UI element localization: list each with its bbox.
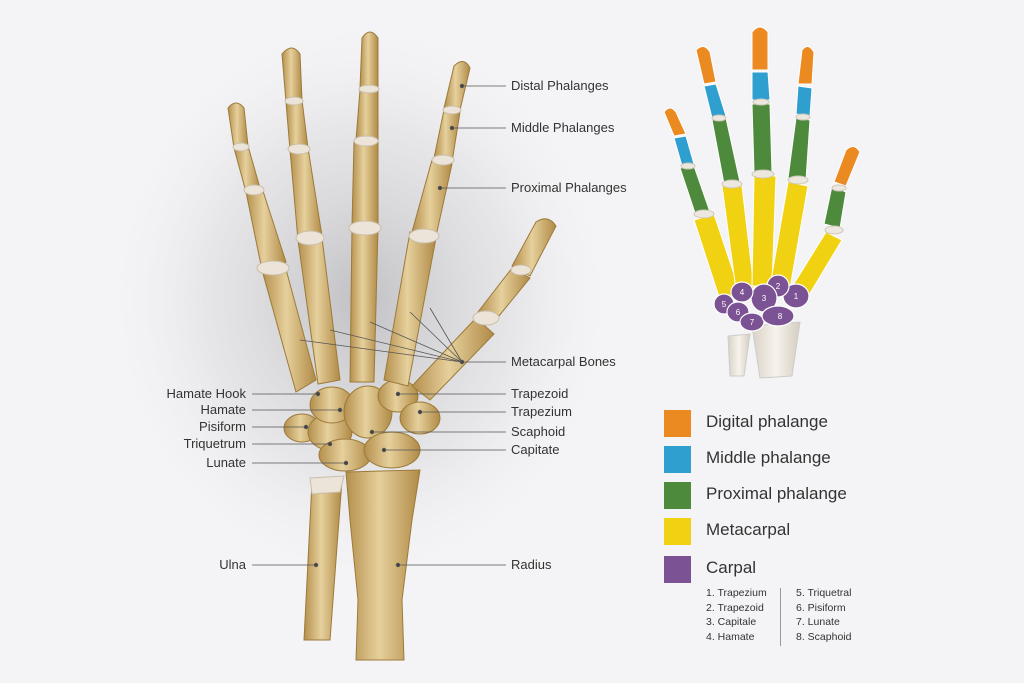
small-carpal-8 [761, 305, 795, 327]
carpal-key-item: 5. Triquetral [796, 587, 852, 599]
legend-label: Proximal phalange [706, 484, 847, 503]
middle-phalanx-3 [355, 89, 379, 141]
label-radius: Radius [511, 557, 552, 572]
label-trapezium: Trapezium [511, 404, 572, 419]
small-joint-cartilage [680, 98, 847, 235]
small-carpals [713, 274, 810, 332]
metacarpal-3 [349, 227, 379, 383]
radius-bone [345, 469, 421, 661]
proximal-phalanx-3 [351, 141, 379, 227]
ulna-cap [309, 475, 345, 495]
small-distal-4 [695, 46, 717, 85]
label-scaphoid: Scaphoid [511, 424, 566, 439]
leader-lines [252, 83, 506, 568]
legend-item-proximal: Proximal phalange [664, 480, 924, 510]
legend-item-digital: Digital phalange [664, 408, 924, 438]
label-proximal-phalanges: Proximal Phalanges [511, 180, 627, 195]
small-ulna [727, 333, 751, 377]
small-middle-3 [751, 71, 771, 101]
carpal-numbers: 1 2 3 4 5 6 7 8 [722, 282, 799, 327]
distal-phalanx-5 [227, 102, 249, 149]
legend-item-carpal: Carpal [664, 554, 924, 584]
carpal-key-divider [780, 588, 781, 646]
carpal-key-left: 1. Trapezium 2. Trapezoid 3. Capitale 4.… [706, 586, 786, 644]
label-distal-phalanges: Distal Phalanges [511, 78, 609, 93]
distal-phalanx-4 [281, 47, 303, 103]
carpal-key-item: 4. Hamate [706, 630, 755, 643]
trapezium-bone [399, 401, 441, 435]
small-distal-2 [797, 46, 815, 85]
carpal-number: 3 [762, 294, 767, 303]
label-ulna: Ulna [219, 557, 246, 572]
label-capitate: Capitate [511, 442, 560, 457]
main-hand [227, 31, 557, 661]
label-metacarpal-bones: Metacarpal Bones [511, 354, 616, 369]
carpal-number: 5 [722, 300, 727, 309]
legend-swatch [664, 446, 691, 473]
small-middle-2 [795, 85, 813, 117]
small-distal-1 [833, 146, 861, 187]
legend-label: Metacarpal [706, 520, 791, 539]
carpal-number: 7 [750, 318, 755, 327]
legend-item-metacarpal: Metacarpal [664, 516, 924, 546]
metacarpal-1 [411, 317, 495, 401]
small-carpal-4 [730, 281, 754, 303]
small-proximal-5 [679, 165, 711, 217]
label-hamate-hook: Hamate Hook [166, 386, 246, 401]
legend-swatch [664, 556, 691, 583]
label-hamate: Hamate [200, 402, 246, 417]
label-pisiform: Pisiform [199, 419, 246, 434]
joint-cartilage [232, 84, 532, 326]
carpal-number: 1 [794, 292, 799, 301]
carpal-number: 2 [776, 282, 781, 291]
label-lunate: Lunate [206, 455, 246, 470]
small-proximal-3 [751, 103, 773, 173]
small-middle-4 [703, 83, 727, 119]
label-triquetrum: Triquetrum [183, 436, 246, 451]
carpal-number: 8 [778, 312, 783, 321]
label-trapezoid: Trapezoid [511, 386, 569, 401]
distal-phalanx-1 [511, 218, 557, 277]
label-middle-phalanges: Middle Phalanges [511, 120, 615, 135]
color-coded-hand: 1 2 3 4 5 6 7 8 [663, 26, 861, 379]
legend-label: Middle phalange [706, 448, 831, 467]
small-distal-5 [663, 107, 687, 137]
small-carpal-7 [739, 312, 765, 332]
legend-swatch [664, 410, 691, 437]
small-proximal-1 [823, 185, 847, 229]
legend-item-middle: Middle phalange [664, 444, 924, 474]
small-distal-3 [751, 26, 769, 71]
carpal-key-item: 3. Capitale [706, 616, 757, 628]
carpal-key-right: 5. Triquetral 6. Pisiform 7. Lunate 8. S… [796, 586, 876, 644]
small-proximal-4 [711, 117, 741, 185]
small-radius [751, 321, 801, 379]
carpal-number: 6 [736, 308, 741, 317]
carpal-key-item: 8. Scaphoid [796, 630, 852, 643]
distal-phalanx-3 [359, 31, 379, 89]
legend-swatch [664, 518, 691, 545]
small-proximal-2 [787, 117, 811, 181]
carpal-key-item: 6. Pisiform [796, 601, 846, 614]
legend-label: Carpal [706, 558, 757, 577]
carpal-key-item: 7. Lunate [796, 616, 840, 628]
carpal-key-item: 1. Trapezium [706, 587, 767, 599]
small-middle-5 [673, 135, 695, 167]
carpal-key-item: 2. Trapezoid [706, 601, 764, 614]
legend-swatch [664, 482, 691, 509]
carpal-number: 4 [740, 288, 745, 297]
legend-label: Digital phalange [706, 412, 828, 431]
distal-phalanx-2 [443, 61, 471, 111]
